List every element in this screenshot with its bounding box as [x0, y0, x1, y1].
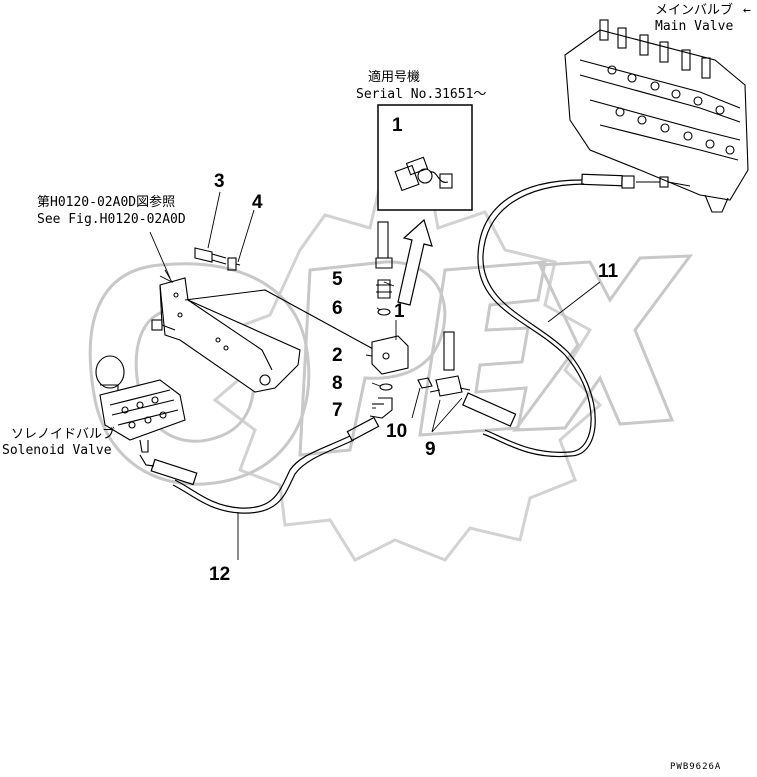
- part-number-1-inset: 1: [392, 115, 403, 136]
- hose-11: [462, 173, 623, 458]
- see-fig-label-jp: 第H0120-02A0D図参照: [37, 195, 176, 210]
- solenoid-label-en: Solenoid Valve: [2, 443, 112, 458]
- part-number-8: 8: [332, 373, 343, 394]
- bracket-drawing: [151, 247, 376, 393]
- serial-label-en: Serial No.31651～: [356, 87, 487, 102]
- part-number-2: 2: [332, 345, 343, 366]
- see-fig-label-en: See Fig.H0120-02A0D: [37, 212, 186, 227]
- indicator-arrow: [397, 218, 433, 306]
- serial-inset: [377, 104, 473, 211]
- leader-lines: [149, 191, 601, 560]
- solenoid-valve-drawing: [95, 355, 186, 453]
- part-number-3: 3: [214, 171, 225, 192]
- part-number-1: 1: [394, 301, 405, 322]
- part-number-11: 11: [598, 261, 619, 282]
- watermark-gear: [212, 183, 603, 562]
- main-valve-label-en: Main Valve: [655, 19, 734, 34]
- part-number-5: 5: [332, 269, 343, 290]
- main-valve-leader: ←: [743, 3, 751, 18]
- part-number-7: 7: [332, 400, 343, 421]
- part-number-10: 10: [386, 421, 408, 442]
- main-valve-drawing: [564, 19, 749, 213]
- part-number-9: 9: [425, 439, 436, 460]
- block-assembly-drawing: [369, 221, 471, 419]
- hose-12: [139, 416, 380, 514]
- part-number-6: 6: [332, 298, 343, 319]
- main-valve-label-jp: メインバルブ: [655, 3, 734, 18]
- part-number-12: 12: [209, 564, 231, 585]
- part-number-4: 4: [252, 192, 263, 213]
- serial-label-jp: 適用号機: [368, 70, 421, 85]
- solenoid-label-jp: ソレノイドバルブ: [11, 427, 116, 442]
- drawing-code: PWB9626A: [670, 762, 722, 772]
